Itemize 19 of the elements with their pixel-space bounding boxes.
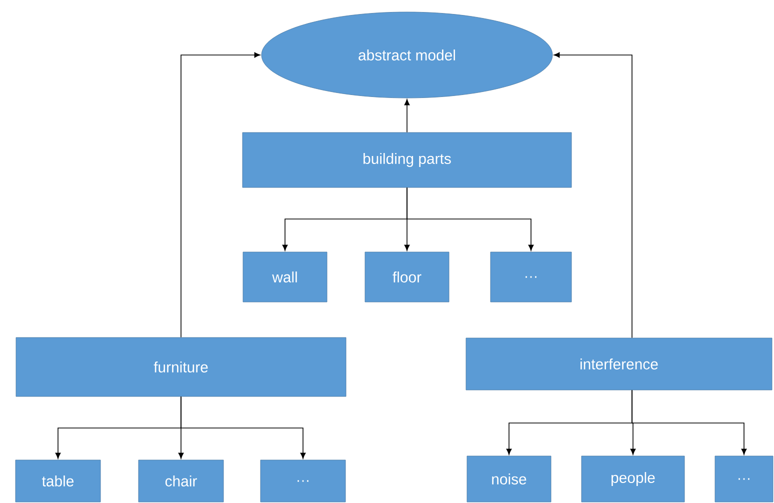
- arrow: [406, 187, 534, 251]
- ellipse-node: abstract model: [261, 12, 553, 98]
- arrow: [404, 99, 410, 133]
- item-box: noise: [466, 456, 552, 502]
- item-box: wall: [242, 252, 328, 302]
- arrow: [554, 52, 632, 338]
- item-box: floor: [364, 252, 450, 302]
- category-box: building parts: [242, 132, 572, 188]
- category-box: furniture: [16, 337, 346, 397]
- item-box: people: [581, 456, 685, 502]
- arrow: [180, 52, 260, 338]
- item-box: chair: [138, 460, 224, 502]
- item-box: …: [260, 460, 346, 502]
- category-box: interference: [466, 338, 772, 390]
- item-box: …: [490, 252, 572, 302]
- arrow: [632, 390, 747, 455]
- item-box: …: [714, 456, 774, 502]
- item-box: table: [15, 460, 101, 502]
- arrow: [180, 396, 306, 459]
